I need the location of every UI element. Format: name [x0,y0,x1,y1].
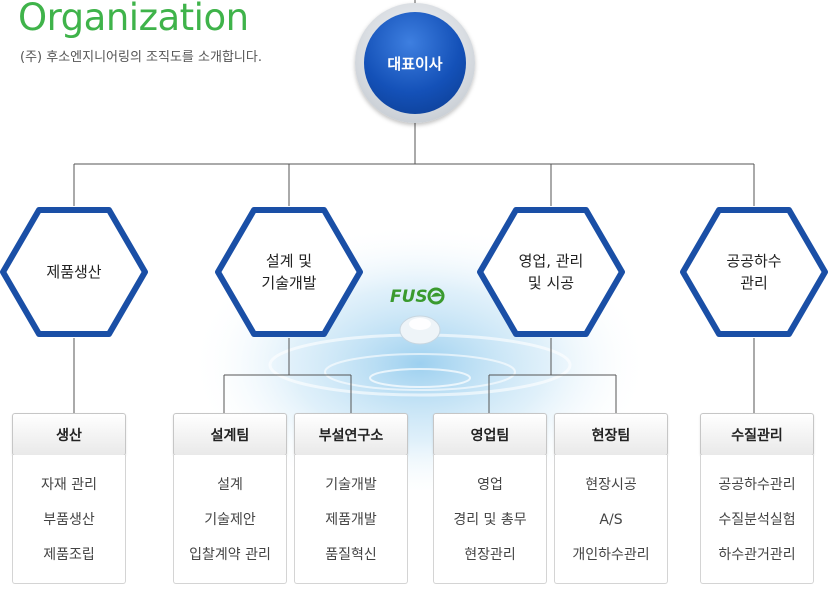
team-header: 부설연구소 [294,413,408,456]
ceo-label: 대표이사 [387,54,443,73]
fuso-logo: FUS [390,284,450,350]
division-label: 설계 및 기술개발 [261,252,317,292]
fuso-logo-graphic: FUS [390,287,445,345]
hexagon-shape [680,207,828,337]
division-design: 설계 및 기술개발 [214,206,364,338]
ceo-node: 대표이사 [355,3,475,123]
team-item: 경리 및 총무 [453,512,527,528]
team-body: 현장시공 A/S 개인하수관리 [554,455,668,584]
team-item: 개인하수관리 [572,547,650,563]
division-label: 공공하수 관리 [726,252,782,292]
team-research: 부설연구소 기술개발 제품개발 품질혁신 [294,413,408,585]
team-item: 하수관거관리 [718,547,796,563]
hexagon-shape [215,207,363,337]
team-body: 기술개발 제품개발 품질혁신 [294,455,408,584]
team-header: 수질관리 [700,413,814,456]
team-item: 현장관리 [464,547,516,563]
team-body: 영업 경리 및 총무 현장관리 [433,455,547,584]
team-item: A/S [599,512,623,528]
team-field: 현장팀 현장시공 A/S 개인하수관리 [554,413,668,585]
hexagon-shape [477,207,625,337]
team-production: 생산 자재 관리 부품생산 제품조립 [12,413,126,585]
team-item: 입찰계약 관리 [189,547,271,563]
team-body: 자재 관리 부품생산 제품조립 [12,455,126,584]
team-sales: 영업팀 영업 경리 및 총무 현장관리 [433,413,547,585]
team-header: 설계팀 [173,413,287,456]
team-item: 제품개발 [325,512,377,528]
svg-text:FUS: FUS [390,287,428,307]
division-sales: 영업, 관리 및 시공 [476,206,626,338]
team-item: 설계 [217,477,243,493]
team-body: 설계 기술제안 입찰계약 관리 [173,455,287,584]
team-header: 현장팀 [554,413,668,456]
team-item: 현장시공 [585,477,637,493]
team-item: 자재 관리 [41,477,97,493]
team-item: 제품조립 [43,547,95,563]
team-body: 공공하수관리 수질분석실험 하수관거관리 [700,455,814,584]
team-item: 부품생산 [43,512,95,528]
division-product: 제품생산 [0,206,149,338]
team-design: 설계팀 설계 기술제안 입찰계약 관리 [173,413,287,585]
division-label: 영업, 관리 및 시공 [518,252,584,292]
page-title: Organization [18,0,249,39]
division-label: 제품생산 [46,263,102,281]
division-sewage: 공공하수 관리 [679,206,829,338]
page-subtitle: (주) 후소엔지니어링의 조직도를 소개합니다. [20,50,262,65]
team-item: 기술제안 [204,512,256,528]
team-header: 영업팀 [433,413,547,456]
team-item: 영업 [477,477,503,493]
team-water-quality: 수질관리 공공하수관리 수질분석실험 하수관거관리 [700,413,814,585]
team-item: 공공하수관리 [718,477,796,493]
hexagon-shape [0,207,148,337]
team-item: 수질분석실험 [718,512,796,528]
team-item: 기술개발 [325,477,377,493]
team-item: 품질혁신 [325,547,377,563]
ceo-badge: 대표이사 [364,12,466,114]
team-header: 생산 [12,413,126,456]
